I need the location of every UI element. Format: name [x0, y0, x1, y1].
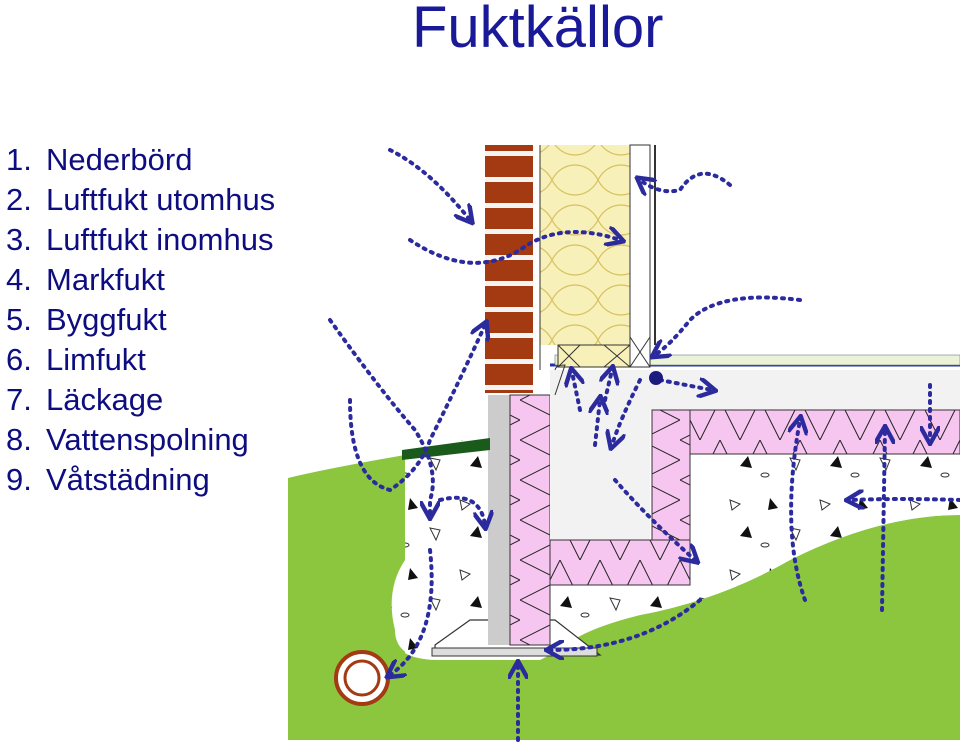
list-item: 2.Luftfukt utomhus	[6, 182, 276, 217]
floor-finish	[554, 354, 960, 366]
moisture-arrow-icon	[348, 325, 485, 493]
moisture-arrow-icon	[655, 295, 802, 356]
moisture-arrow-icon	[850, 499, 960, 500]
moisture-arrow-icon	[328, 318, 433, 515]
footing-base	[431, 647, 598, 657]
slab-edge	[550, 395, 650, 540]
list-item: 6.Limfukt	[6, 342, 146, 377]
moisture-arrow-icon	[408, 232, 620, 265]
moisture-arrow-icon	[791, 420, 805, 602]
list-item: 1.Nederbörd	[6, 142, 193, 177]
moisture-arrow-icon	[613, 478, 695, 560]
moisture-arrow-icon	[438, 495, 485, 525]
list-item: 8.Vattenspolning	[6, 422, 249, 457]
moisture-arrow-icon	[572, 372, 580, 412]
moisture-arrows	[328, 148, 960, 742]
list-item: 5.Byggfukt	[6, 302, 167, 337]
list-item: 9.Våtstädning	[6, 462, 210, 497]
backfill-gravel	[391, 430, 490, 660]
moisture-arrow-icon	[550, 598, 702, 650]
moisture-arrow-icon	[882, 430, 885, 612]
brick-facade	[485, 145, 533, 393]
moisture-arrow-icon	[605, 370, 612, 402]
moisture-arrow-icon	[595, 400, 600, 447]
page-title: Fuktkällor	[412, 0, 664, 60]
moisture-arrow-icon	[388, 148, 470, 220]
moisture-arrow-icon	[640, 171, 732, 192]
inner-stud	[629, 144, 651, 368]
drain-pipe-icon	[334, 650, 390, 706]
wall-wool-insulation	[540, 145, 630, 345]
list-item: 7.Läckage	[6, 382, 164, 417]
moisture-source-list: 1.Nederbörd 2.Luftfukt utomhus 3.Luftfuk…	[6, 140, 275, 500]
footing-insulation	[549, 539, 691, 586]
foundation-wall	[488, 395, 510, 645]
moisture-arrow-icon	[612, 378, 642, 445]
ground-soil	[389, 455, 960, 740]
leak-point	[649, 371, 663, 385]
wall-insulation	[509, 394, 551, 646]
slab-insulation	[689, 409, 960, 455]
moisture-arrow-icon	[390, 548, 434, 675]
moisture-arrow-icon	[658, 380, 712, 390]
list-item: 3.Luftfukt inomhus	[6, 222, 274, 257]
drainage-gravel	[550, 410, 960, 650]
list-item: 4.Markfukt	[6, 262, 165, 297]
